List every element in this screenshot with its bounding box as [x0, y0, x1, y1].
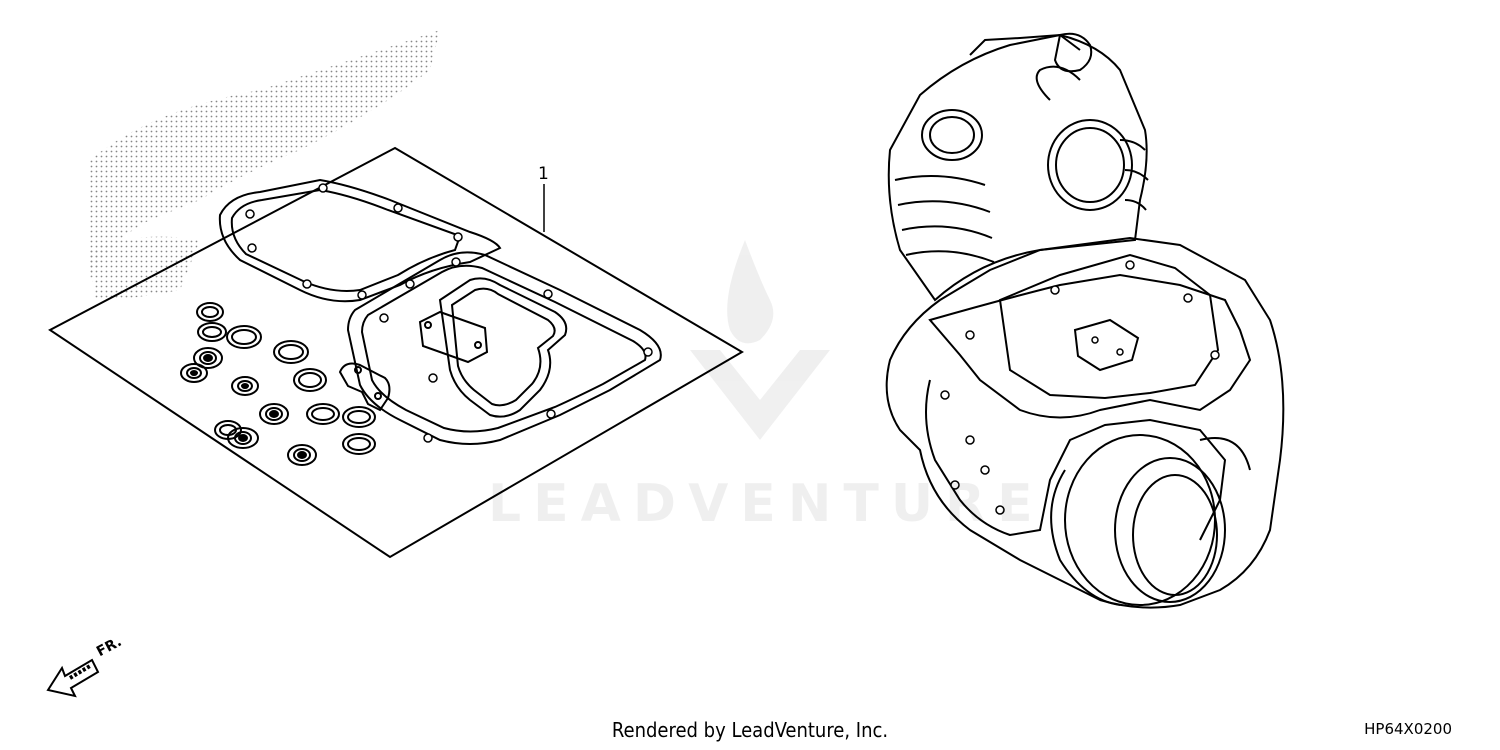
engine-bolt-holes — [940, 260, 1220, 515]
bracket-gasket — [338, 362, 391, 412]
part-callout-1[interactable]: 1 — [538, 164, 549, 184]
watermark-text: LEADVENTURE — [488, 474, 1045, 534]
footer-credit: Rendered by LeadVenture, Inc. — [611, 718, 889, 742]
engine-assembly — [885, 32, 1285, 609]
cover-gasket-bolt-holes — [379, 257, 653, 443]
o-ring-set — [196, 302, 376, 455]
leadventure-watermark-logo — [690, 240, 830, 440]
plate-gasket — [418, 310, 489, 364]
oil-seal-set — [180, 347, 317, 466]
gasket-kit-sheet — [48, 146, 744, 559]
inner-cover-gasket — [438, 277, 568, 418]
front-direction-arrow — [46, 658, 100, 698]
cover-gasket — [346, 251, 662, 445]
diagram-code: HP64X0200 — [1364, 720, 1452, 738]
crankcase-gasket-bolt-holes — [245, 183, 463, 300]
ghost-engine-silhouette — [88, 30, 440, 300]
